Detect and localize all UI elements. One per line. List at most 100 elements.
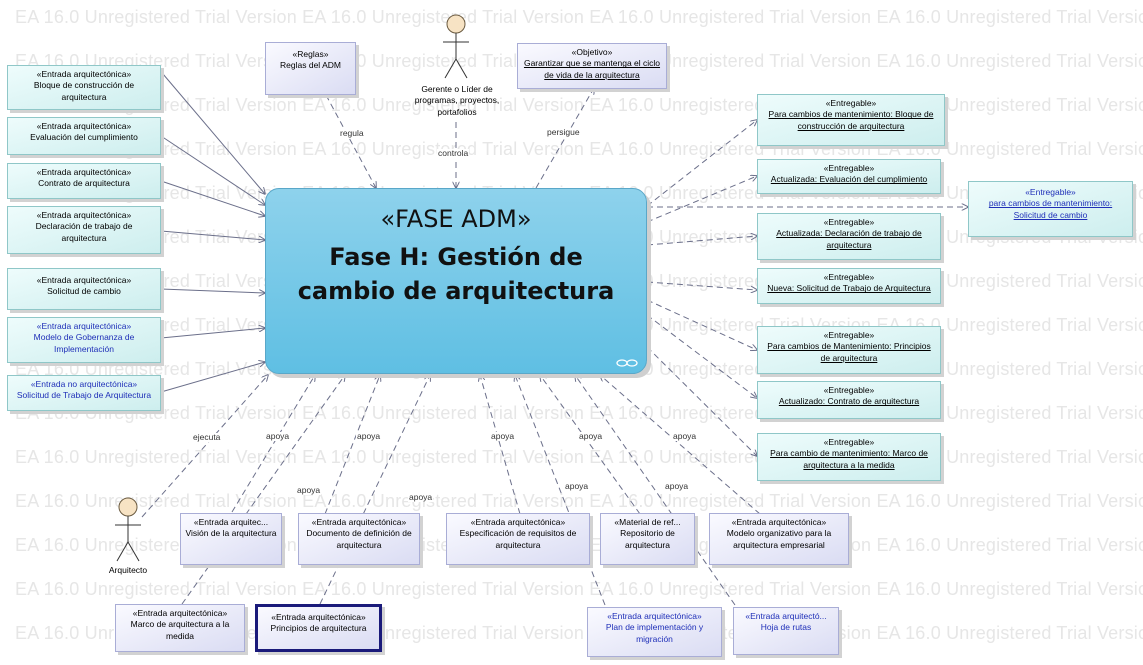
node-name: Principios de arquitectura [270, 623, 367, 634]
node-name: Solicitud de cambio [47, 286, 121, 297]
flow-line [162, 73, 265, 194]
deliverable-line [646, 176, 757, 223]
node-name: Documento de definición de arquitectura [306, 528, 412, 550]
objective-name: Garantizar que se mantenga el ciclo de v… [523, 58, 661, 80]
node-name: Para cambio de mantenimiento: Marco de a… [770, 448, 928, 470]
input-declaracion-trabajo[interactable]: «Entrada arquitectónica» Declaración de … [7, 206, 161, 254]
input-especificacion-requisitos[interactable]: «Entrada arquitectónica» Especificación … [446, 513, 590, 565]
node-name: Modelo de Gobernanza de Implementación [33, 332, 135, 354]
node-stereotype: «Entrada arquitectó... [745, 611, 827, 621]
edge-label-apoya: apoya [672, 431, 698, 442]
node-name: Modelo organizativo para la arquitectura… [726, 528, 832, 550]
rules-name: Reglas del ADM [280, 60, 341, 71]
gerente-actor-icon[interactable] [440, 14, 472, 84]
flow-line [160, 362, 265, 393]
node-stereotype: «Material de ref... [614, 517, 681, 527]
flow-line [160, 328, 265, 339]
deliverable-contrato[interactable]: «Entregable» Actualizado: Contrato de ar… [757, 381, 941, 419]
flow-line [160, 288, 265, 293]
apoya-line [540, 375, 641, 515]
edge-label-persigue: persigue [546, 127, 581, 138]
node-name: Para cambios de mantenimiento: Bloque de… [768, 109, 934, 131]
node-name: para cambios de mantenimiento: Solicitud… [988, 198, 1113, 220]
deliverable-line [646, 120, 757, 207]
apoya-line [515, 375, 606, 606]
node-stereotype: «Entrada arquitec... [193, 517, 269, 527]
edge-label-apoya: apoya [265, 431, 291, 442]
node-stereotype: «Entrada arquitectónica» [36, 167, 132, 177]
deliverable-line [646, 281, 757, 290]
phase-stereotype: «FASE ADM» [380, 205, 532, 233]
edge-label-apoya: apoya [296, 485, 322, 496]
node-stereotype: «Entregable» [823, 330, 875, 340]
node-stereotype: «Entrada arquitectónica» [36, 275, 132, 285]
edge-label-regula: regula [339, 128, 365, 139]
node-stereotype: «Entrada arquitectónica» [271, 612, 366, 622]
deliverable-solicitud-trabajo[interactable]: «Entregable» Nueva: Solicitud de Trabajo… [757, 268, 941, 304]
edge-label-apoya: apoya [578, 431, 604, 442]
apoya-line [181, 375, 345, 605]
node-name: Especificación de requisitos de arquitec… [459, 528, 577, 550]
input-modelo-organizativo[interactable]: «Entrada arquitectónica» Modelo organiza… [709, 513, 849, 565]
node-name: Evaluación del cumplimiento [30, 132, 138, 143]
chain-link-icon [616, 359, 638, 367]
node-stereotype: «Entrada arquitectónica» [607, 611, 702, 621]
deliverable-line [646, 236, 757, 246]
input-modelo-gobernanza[interactable]: «Entrada arquitectónica» Modelo de Gober… [7, 317, 161, 363]
apoya-line [575, 375, 736, 606]
node-stereotype: «Entrada arquitectónica» [36, 321, 132, 331]
node-name: Bloque de construcción de arquitectura [33, 80, 135, 102]
node-name: Declaración de trabajo de arquitectura [35, 221, 133, 243]
node-stereotype: «Entrada arquitectónica» [36, 69, 132, 79]
input-evaluacion-cumplimiento[interactable]: «Entrada arquitectónica» Evaluación del … [7, 117, 161, 155]
edge-label-apoya: apoya [564, 481, 590, 492]
node-stereotype: «Entregable» [1025, 187, 1076, 197]
edge-label-apoya: apoya [490, 431, 516, 442]
node-stereotype: «Entregable» [823, 272, 875, 282]
apoya-line [600, 375, 761, 515]
node-stereotype: «Entrada arquitectónica» [470, 517, 566, 527]
input-plan-implementacion[interactable]: «Entrada arquitectónica» Plan de impleme… [587, 607, 722, 657]
objective-stereotype: «Objetivo» [571, 47, 613, 57]
deliverable-bloque-construccion[interactable]: «Entregable» Para cambios de mantenimien… [757, 94, 945, 146]
edge-label-controla: controla [437, 148, 470, 159]
node-name: Actualizado: Contrato de arquitectura [778, 396, 920, 407]
input-vision-arquitectura[interactable]: «Entrada arquitec... Visión de la arquit… [180, 513, 282, 565]
input-solicitud-cambio[interactable]: «Entrada arquitectónica» Solicitud de ca… [7, 268, 161, 310]
input-hoja-rutas[interactable]: «Entrada arquitectó... Hoja de rutas [733, 607, 839, 655]
deliverable-declaracion-trabajo[interactable]: «Entregable» Actualizada: Declaración de… [757, 213, 941, 260]
node-name: Contrato de arquitectura [38, 178, 130, 189]
node-stereotype: «Entrada arquitectónica» [731, 517, 827, 527]
deliverable-principios[interactable]: «Entregable» Para cambios de Mantenimien… [757, 326, 941, 374]
node-stereotype: «Entregable» [823, 217, 875, 227]
node-name: Hoja de rutas [760, 622, 812, 633]
input-documento-definicion[interactable]: «Entrada arquitectónica» Documento de de… [298, 513, 420, 565]
node-stereotype: «Entregable» [823, 163, 875, 173]
deliverable-marco-medida[interactable]: «Entregable» Para cambio de mantenimient… [757, 433, 941, 481]
rules-node[interactable]: «Reglas» Reglas del ADM [265, 42, 356, 95]
input-repositorio[interactable]: «Material de ref... Repositorio de arqui… [600, 513, 695, 565]
deliverable-solicitud-cambio[interactable]: «Entregable» para cambios de mantenimien… [968, 181, 1133, 237]
input-marco-medida[interactable]: «Entrada arquitectónica» Marco de arquit… [115, 604, 245, 652]
rules-stereotype: «Reglas» [292, 49, 329, 59]
edge-label-ejecuta: ejecuta [192, 432, 222, 443]
node-stereotype: «Entregable» [823, 385, 875, 395]
node-name: Actualizada: Declaración de trabajo de a… [776, 228, 922, 250]
apoya-line [319, 375, 430, 605]
deliverable-evaluacion-cumplimiento[interactable]: «Entregable» Actualizada: Evaluación del… [757, 159, 941, 194]
input-contrato-arquitectura[interactable]: «Entrada arquitectónica» Contrato de arq… [7, 163, 161, 199]
input-principios-arquitectura[interactable]: «Entrada arquitectónica» Principios de a… [255, 604, 382, 652]
flow-line [160, 180, 265, 216]
objective-node[interactable]: «Objetivo» Garantizar que se mantenga el… [517, 43, 667, 89]
phase-h-node[interactable]: «FASE ADM» Fase H: Gestión de cambio de … [265, 188, 647, 374]
apoya-line [324, 375, 380, 515]
ejecuta-line [141, 375, 268, 518]
input-bloque-construccion[interactable]: «Entrada arquitectónica» Bloque de const… [7, 65, 161, 110]
node-stereotype: «Entrada arquitectónica» [36, 121, 132, 131]
node-name: Nueva: Solicitud de Trabajo de Arquitect… [767, 283, 931, 294]
persigue-line [535, 88, 594, 189]
arquitecto-actor-icon[interactable] [112, 497, 144, 567]
input-solicitud-trabajo[interactable]: «Entrada no arquitectónica» Solicitud de… [7, 375, 161, 411]
flow-line [160, 230, 265, 240]
